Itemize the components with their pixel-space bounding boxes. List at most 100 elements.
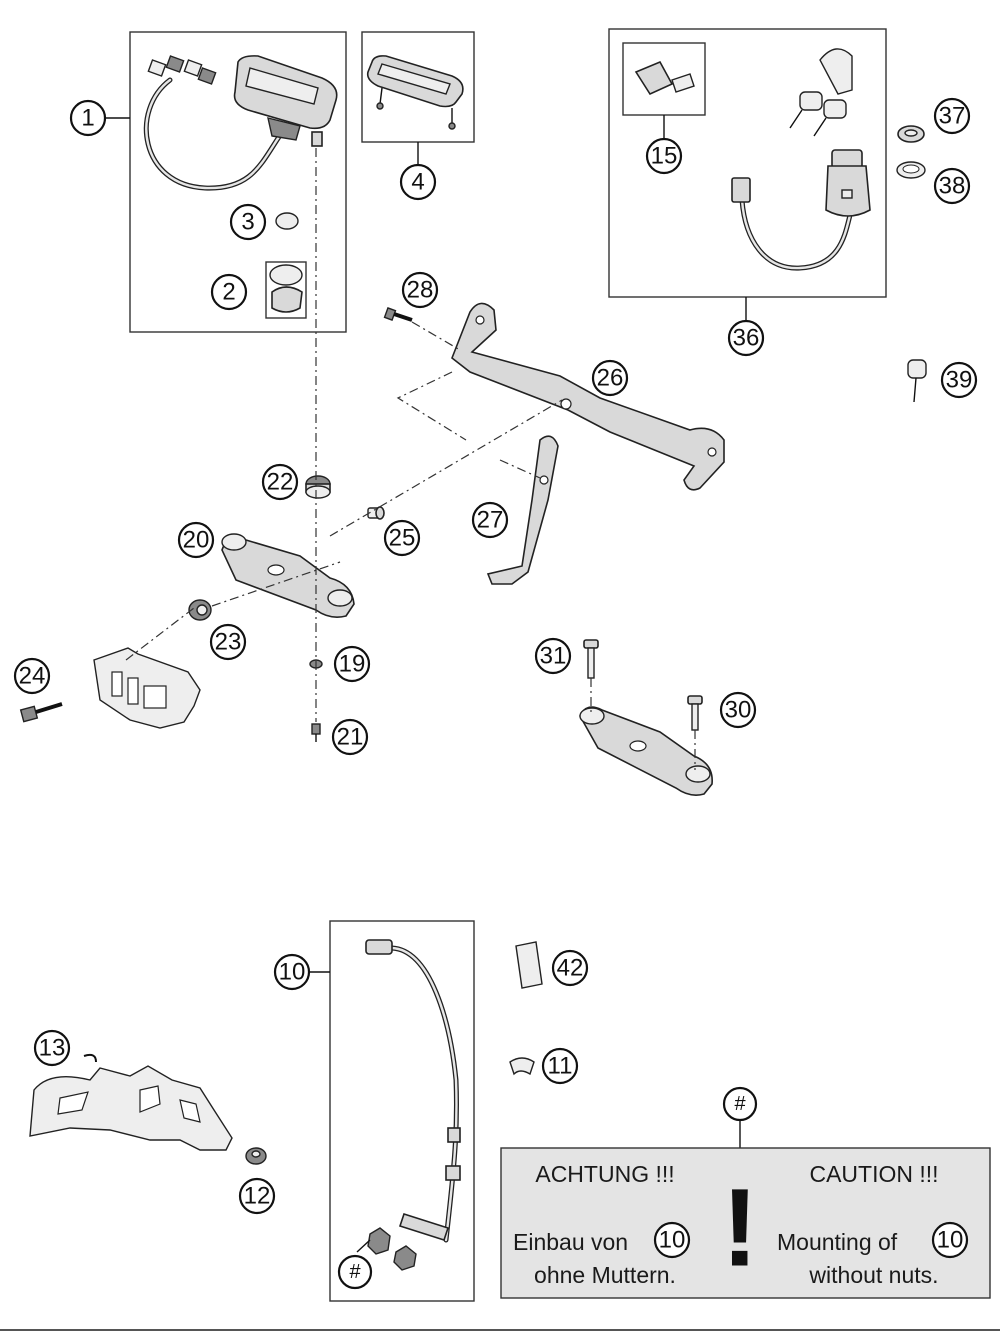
callout-3: 3 [229, 203, 267, 241]
caution-en-line1: Mounting of [777, 1229, 898, 1255]
svg-text:3: 3 [241, 209, 254, 236]
rubber-damper-22 [305, 475, 331, 499]
callout-11: 11 [541, 1047, 579, 1085]
caution-heading-de: ACHTUNG !!! [535, 1161, 674, 1187]
caution-en-line2: without nuts. [808, 1262, 938, 1288]
washer-38 [896, 161, 926, 179]
svg-text:22: 22 [267, 469, 294, 496]
svg-text:12: 12 [244, 1183, 271, 1210]
callout-26: 26 [591, 359, 629, 397]
callout-31: 31 [534, 637, 572, 675]
callout-20: 20 [177, 521, 215, 559]
svg-text:15: 15 [651, 143, 678, 170]
svg-text:19: 19 [339, 651, 366, 678]
caution-en-ref: 10 [931, 1221, 969, 1259]
svg-text:10: 10 [279, 959, 306, 986]
mounting-plate-24 [19, 647, 201, 729]
svg-text:1: 1 [81, 105, 94, 132]
svg-text:20: 20 [183, 527, 210, 554]
assembly-line-bracket [396, 371, 467, 441]
callout-13: 13 [33, 1029, 71, 1067]
callout-1: 1 [69, 99, 107, 137]
leader-hash-sensor [356, 1239, 371, 1253]
svg-text:36: 36 [733, 325, 760, 352]
caution-de-line2: ohne Muttern. [534, 1262, 676, 1288]
washer-37 [897, 125, 925, 143]
instrument-bracket [451, 302, 725, 491]
assembly-line-clamp-rubber [211, 561, 341, 607]
callout-22: 22 [261, 463, 299, 501]
callout-15: 15 [645, 137, 683, 175]
clip-42 [515, 941, 543, 989]
callout-42: 42 [551, 949, 589, 987]
svg-text:37: 37 [939, 103, 966, 130]
lock-cylinder [634, 60, 695, 96]
callout-4: 4 [399, 163, 437, 201]
callout-25: 25 [383, 519, 421, 557]
svg-text:24: 24 [19, 663, 46, 690]
svg-text:4: 4 [411, 169, 424, 196]
svg-text:42: 42 [557, 955, 584, 982]
callout-36: 36 [727, 319, 765, 357]
callout-19: 19 [333, 645, 371, 683]
callout-39: 39 [940, 361, 978, 399]
speedometer-cover [366, 55, 464, 130]
brake-disc-13 [29, 1053, 233, 1151]
spare-key-39 [907, 359, 927, 403]
svg-text:25: 25 [389, 525, 416, 552]
callout-23: 23 [209, 623, 247, 661]
svg-text:28: 28 [407, 277, 434, 304]
cap-part [275, 212, 299, 230]
bushing-25 [367, 506, 385, 520]
svg-text:10: 10 [659, 1227, 686, 1254]
group-box-ignition-lock [608, 28, 887, 298]
svg-text:39: 39 [946, 367, 973, 394]
callout-38: 38 [933, 167, 971, 205]
caution-de-line1: Einbau von [513, 1229, 628, 1255]
callout-37: 37 [933, 97, 971, 135]
caution-de-ref: 10 [653, 1221, 691, 1259]
caution-heading-en: CAUTION !!! [809, 1161, 938, 1187]
svg-text:11: 11 [548, 1053, 573, 1080]
handlebar-clamp-20 [221, 533, 355, 618]
svg-text:38: 38 [939, 173, 966, 200]
caution-panel: ACHTUNG !!! CAUTION !!! ! Einbau von 10 … [500, 1147, 991, 1299]
caution-exclamation-icon: ! [722, 1167, 759, 1290]
callout-hash-sensor: # [337, 1254, 373, 1290]
svg-text:26: 26 [597, 365, 624, 392]
callout-28: 28 [401, 271, 439, 309]
socket-part [265, 261, 307, 319]
bolt-28 [383, 307, 413, 322]
callout-hash-caution: # [722, 1086, 758, 1122]
speedometer-unit [144, 55, 338, 191]
callout-27: 27 [471, 501, 509, 539]
rubber-damper-23 [188, 599, 212, 621]
svg-text:30: 30 [725, 697, 752, 724]
ignition-switch [731, 149, 871, 271]
bracket-27 [486, 435, 559, 585]
assembly-line-bracket27 [499, 459, 541, 479]
keys [789, 48, 853, 137]
screw-21 [311, 723, 321, 742]
callout-24: 24 [13, 657, 51, 695]
svg-text:#: # [349, 1261, 361, 1283]
svg-text:#: # [734, 1093, 746, 1115]
group-box-speedometer [129, 31, 347, 333]
callout-10: 10 [273, 953, 311, 991]
svg-text:23: 23 [215, 629, 242, 656]
handlebar-clamp-30 [579, 639, 713, 796]
svg-text:10: 10 [937, 1227, 964, 1254]
svg-text:21: 21 [337, 724, 364, 751]
callout-12: 12 [238, 1177, 276, 1215]
svg-text:27: 27 [477, 507, 504, 534]
group-box-speed-sensor [329, 920, 475, 1302]
speed-sensor [365, 939, 461, 1271]
nut-12 [245, 1147, 267, 1165]
callout-2: 2 [210, 273, 248, 311]
callout-30: 30 [719, 691, 757, 729]
assembly-line-bushing [329, 399, 563, 537]
assembly-line-bolt28 [411, 321, 461, 351]
svg-text:2: 2 [222, 279, 235, 306]
svg-text:13: 13 [39, 1035, 66, 1062]
